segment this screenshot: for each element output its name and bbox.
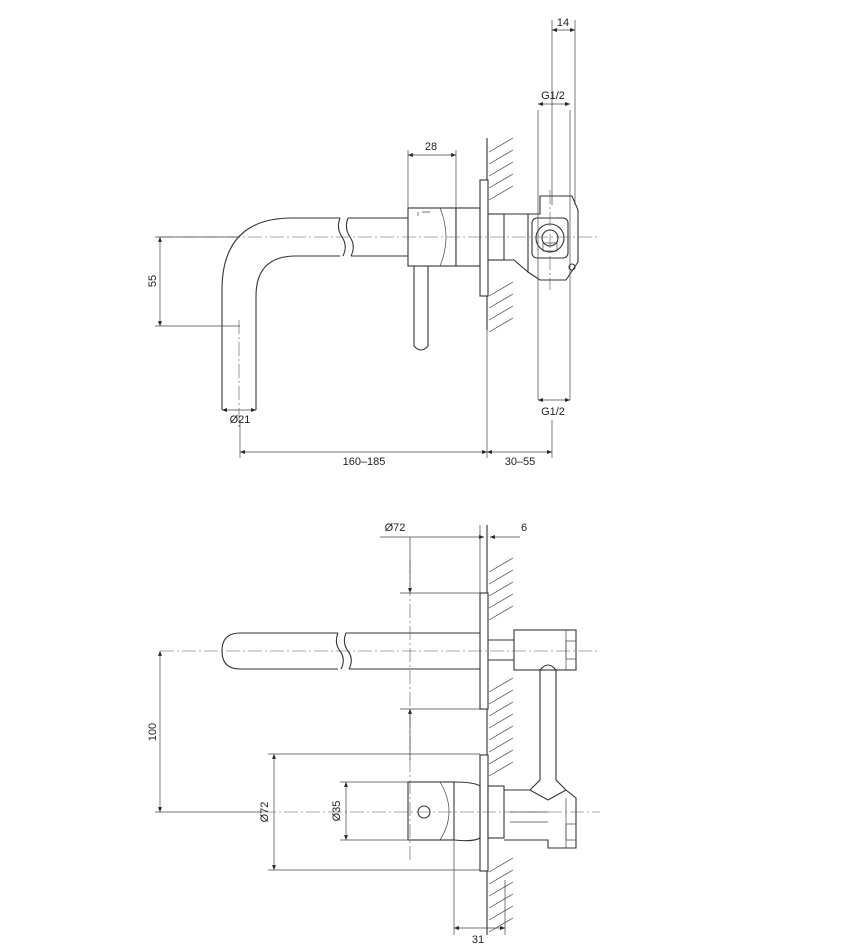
dim-28: 28 [407,141,457,208]
spout-pipe-top [221,217,408,410]
dim-6-label: 6 [521,522,527,534]
flange-top [455,179,505,297]
handle-front [407,754,489,872]
front-view: Ø72 6 100 Ø72 Ø35 [147,522,600,946]
dim-100: 100 [147,651,262,813]
dim-dia35: Ø35 [331,781,408,841]
dim-g12-bottom: G1/2 [538,398,570,418]
hatch-line [488,593,514,609]
handle-body-top [407,207,457,351]
hatch-line [488,893,514,909]
valve-tube-front [529,664,567,791]
hatch-line [488,689,514,705]
hatch-line [488,557,514,573]
hatch-line [488,677,514,693]
hatch-line [488,917,514,933]
valve-body-top [504,195,579,281]
dim-g12-top: G1/2 [538,90,570,106]
hatch-line [488,161,514,177]
dim-30-55-label: 30–55 [505,456,536,468]
valve-lower-front [487,785,577,849]
hatch-line [488,881,514,897]
dim-dia72-left: Ø72 [259,753,480,871]
hatch-line [488,857,514,873]
dim-28-label: 28 [425,141,437,153]
hatch-line [488,725,514,741]
dim-100-label: 100 [147,723,159,741]
top-view: 14 G1/2 28 55 Ø21 G1/2 [147,17,600,468]
dim-30-55: 30–55 [487,420,553,468]
hatch-line [488,581,514,597]
hatch-line [488,749,514,765]
hatch-line [488,137,514,153]
dim-55-label: 55 [147,275,159,287]
hatch-line [488,185,514,201]
hatch-line [488,149,514,165]
hatch-line [488,173,514,189]
dim-dia72-top-label: Ø72 [385,522,406,534]
dim-160-185: 160–185 [239,330,488,468]
hatch-line [488,869,514,885]
connection-lines-top [537,110,571,400]
hatch-line [488,737,514,753]
dim-dia72-left-label: Ø72 [259,802,271,823]
hatch-line [488,713,514,729]
wall-front [486,525,514,935]
hatch-line [488,281,514,297]
dim-dia72-top: Ø72 [380,522,484,760]
dim-55: 55 [147,236,240,327]
dim-31-label: 31 [472,934,484,946]
valve-upper-front [488,629,577,671]
dim-6: 6 [479,522,527,593]
dim-14-label: 14 [557,17,569,29]
dim-31: 31 [453,840,506,946]
hatch-line [488,569,514,585]
dim-160-185-label: 160–185 [343,456,386,468]
hatch-line [488,293,514,309]
dim-14: 14 [551,17,576,205]
hatch-line [488,905,514,921]
dim-dia35-label: Ø35 [331,801,343,822]
hatch-line [488,701,514,717]
dim-g12-bottom-label: G1/2 [541,406,565,418]
hatch-line [488,317,514,333]
hatch-line [488,605,514,621]
hatch-line [488,761,514,777]
dim-g12-top-label: G1/2 [541,90,565,102]
hatch-line [488,305,514,321]
